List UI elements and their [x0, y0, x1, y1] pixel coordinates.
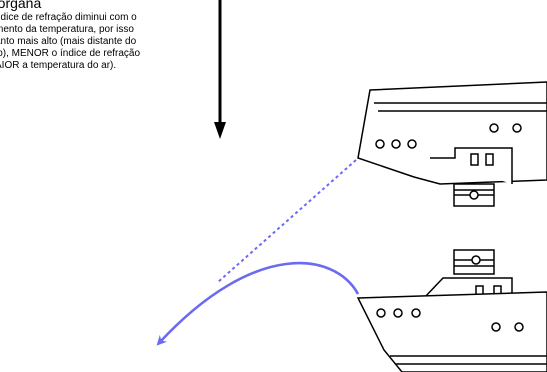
ship-icon — [356, 249, 547, 372]
caption-text: ndice de refração diminui com o mento da… — [0, 12, 207, 72]
down-arrow-icon — [214, 0, 226, 139]
caption-line: AIOR a temperatura do ar). — [0, 60, 117, 71]
refracted-ray — [156, 261, 360, 346]
caption-line: mento da temperatura, por isso — [0, 24, 134, 35]
caption-line: anto mais alto (mais distante do — [0, 36, 137, 47]
apparent-ray — [217, 159, 357, 283]
caption-line: ndice de refração diminui com o — [0, 12, 137, 23]
caption-line: lo), MENOR o índice de refração — [0, 48, 141, 59]
diagram-title: Morgana — [0, 0, 42, 11]
ship-mirage-icon — [357, 81, 547, 207]
